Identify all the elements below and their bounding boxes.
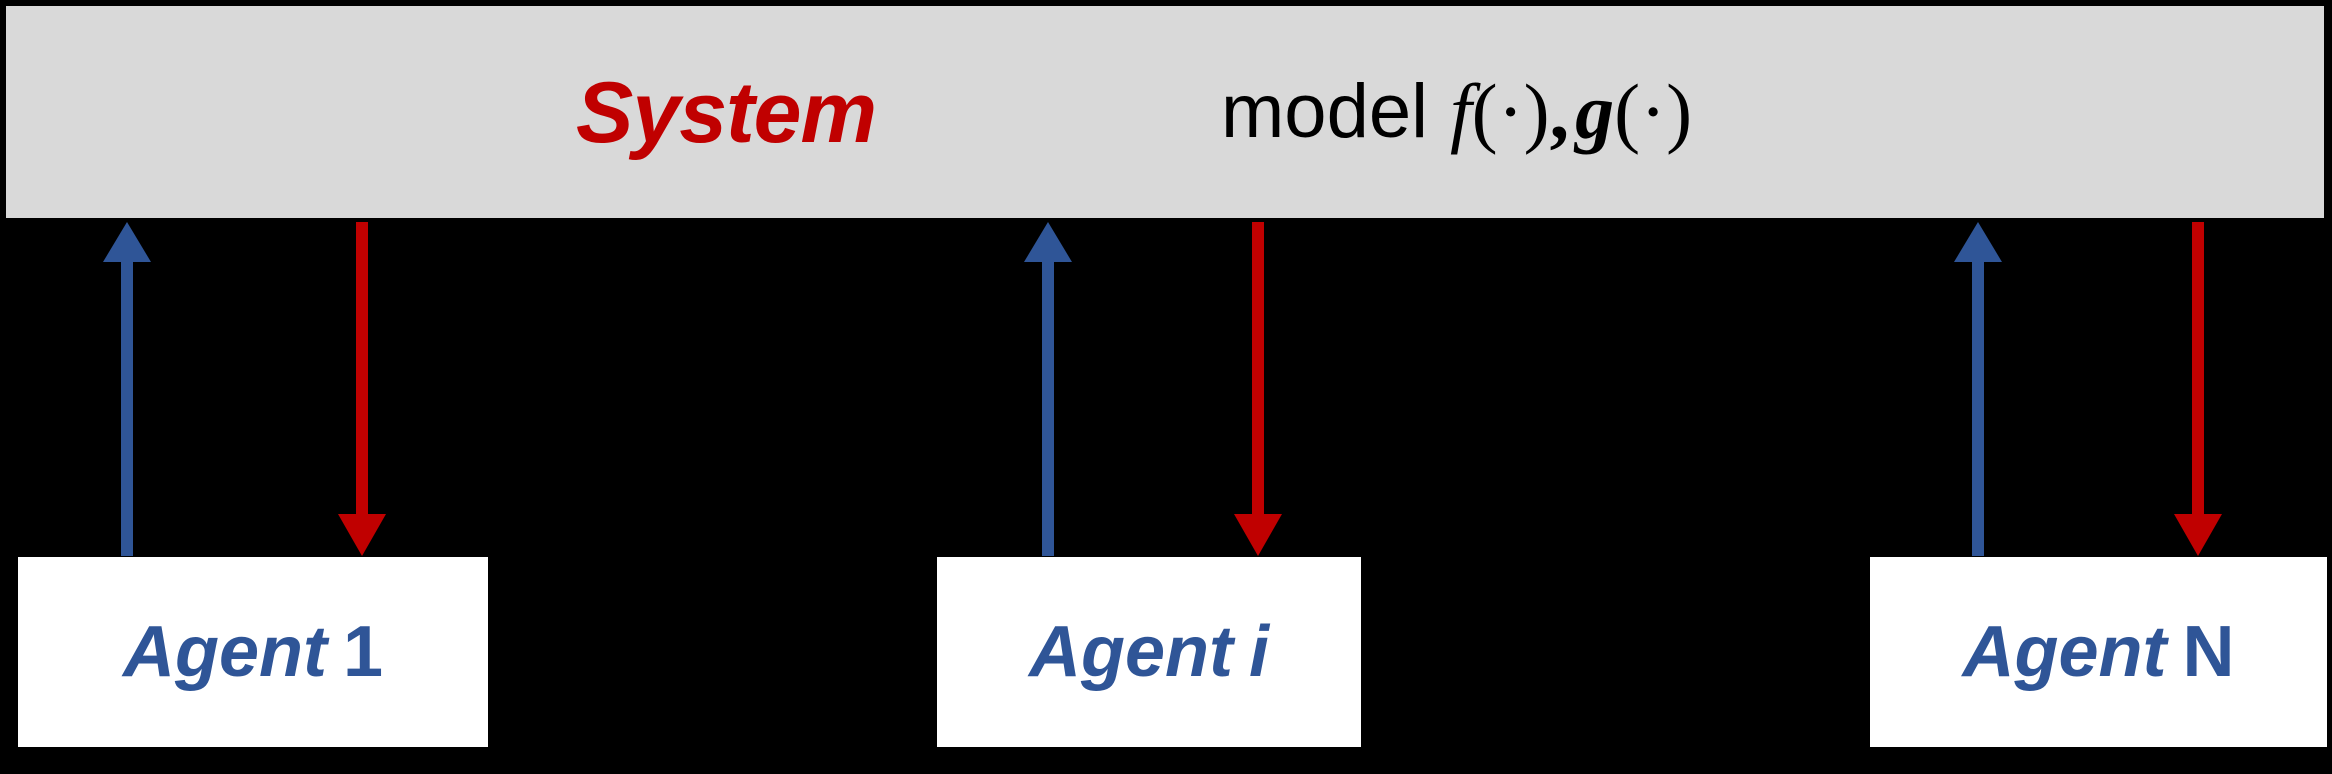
paren-open-f: ( xyxy=(1471,68,1498,155)
model-math-expression: f(·),g(·) xyxy=(1450,73,1692,151)
paren-close-f: ) xyxy=(1523,68,1550,155)
agent-word-1: Agent xyxy=(122,612,327,692)
agent-to-system-arrow-2 xyxy=(1018,222,1078,556)
agent-index-1: 1 xyxy=(342,612,384,692)
model-word-label: model xyxy=(1221,69,1428,154)
paren-open-g: ( xyxy=(1614,68,1641,155)
agent-to-system-arrow-3 xyxy=(1948,222,2008,556)
agent-index-n: N xyxy=(2182,612,2235,692)
system-to-agent-arrow-2 xyxy=(1228,222,1288,556)
system-to-agent-arrow-1 xyxy=(332,222,392,556)
system-to-agent-arrow-3 xyxy=(2168,222,2228,556)
system-band: System model f(·),g(·) xyxy=(6,6,2324,218)
function-g-symbol: g xyxy=(1575,68,1615,155)
system-model-expression: model f(·),g(·) xyxy=(1221,26,1692,198)
agent-word-n: Agent xyxy=(1962,612,2167,692)
system-title: System xyxy=(576,65,877,161)
paren-close-g: ) xyxy=(1666,68,1693,155)
dot-argument-f: · xyxy=(1497,68,1524,155)
agent-word-i: Agent xyxy=(1029,612,1233,692)
function-f-symbol: f xyxy=(1450,68,1472,155)
dot-argument-g: · xyxy=(1640,68,1667,155)
agent-index-i: i xyxy=(1248,612,1269,692)
agent-to-system-arrow-1 xyxy=(97,222,157,556)
expression-comma: , xyxy=(1549,68,1570,155)
